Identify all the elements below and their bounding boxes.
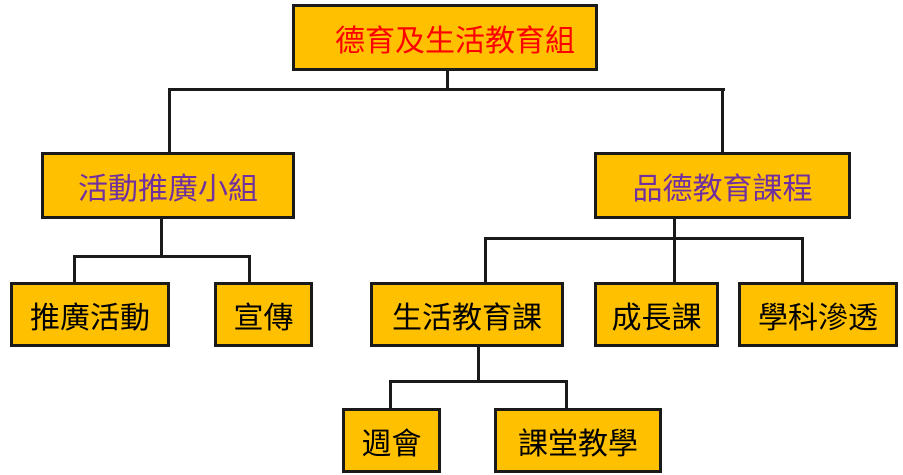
connector bbox=[721, 88, 724, 153]
node-moral-education-curriculum: 品德教育課程 bbox=[594, 152, 851, 219]
connector bbox=[565, 380, 568, 409]
connector bbox=[477, 346, 480, 383]
connector bbox=[446, 70, 449, 91]
connector bbox=[168, 88, 171, 153]
node-promotion-activities: 推廣活動 bbox=[10, 282, 170, 347]
connector bbox=[160, 218, 163, 258]
connector bbox=[673, 218, 676, 283]
node-subject-infusion: 學科滲透 bbox=[738, 282, 898, 347]
node-publicity: 宣傳 bbox=[214, 282, 313, 347]
node-life-education: 生活教育課 bbox=[370, 282, 564, 347]
connector bbox=[484, 237, 804, 240]
connector bbox=[484, 237, 487, 283]
connector bbox=[168, 88, 725, 91]
node-classroom-teaching: 課堂教學 bbox=[494, 408, 662, 473]
connector bbox=[801, 237, 804, 283]
connector bbox=[73, 255, 76, 283]
node-activity-promotion-group: 活動推廣小組 bbox=[41, 152, 295, 219]
connector bbox=[389, 380, 392, 409]
node-assembly: 週會 bbox=[342, 408, 441, 473]
connector bbox=[248, 255, 251, 283]
connector bbox=[389, 380, 568, 383]
connector bbox=[73, 255, 251, 258]
node-growth-lessons: 成長課 bbox=[594, 282, 719, 347]
root-node: 德育及生活教育組 bbox=[292, 4, 598, 71]
